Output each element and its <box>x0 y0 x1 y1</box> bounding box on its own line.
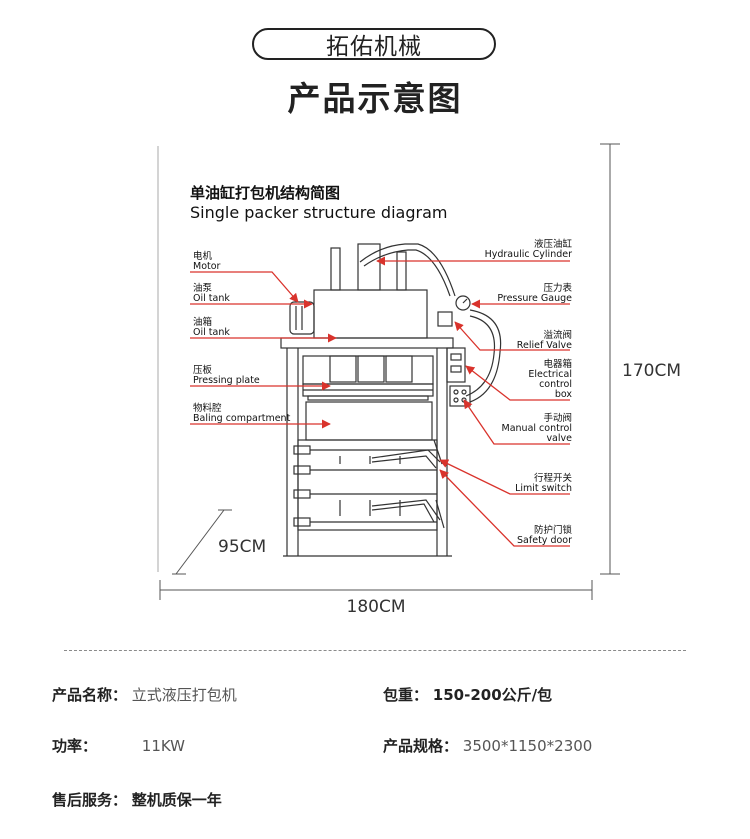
spec-power-value: 11KW <box>141 737 186 755</box>
spec-dimensions: 产品规格： 3500*1150*2300 <box>383 735 592 756</box>
arrow-safety-door <box>439 469 570 547</box>
label-pressure-gauge-en: Pressure Gauge <box>497 293 572 304</box>
width-dimension-label: 180CM <box>347 597 406 617</box>
section-divider <box>64 650 686 651</box>
label-manual-valve-en-2: valve <box>546 433 572 444</box>
diagram-title-cn: 单油缸打包机结构简图 <box>190 184 340 202</box>
spec-after-sales-label: 售后服务： <box>52 791 128 809</box>
brand-name: 拓佑机械 <box>326 34 422 60</box>
dimension-lines <box>159 143 620 600</box>
label-electrical-box-en-3: box <box>555 389 573 400</box>
label-oil-tank-cn: 油箱 <box>193 316 212 328</box>
arrow-limit-switch <box>439 459 570 495</box>
label-manual-valve-en-1: Manual control <box>502 423 572 434</box>
callout-arrows <box>190 256 570 547</box>
arrow-manual-valve <box>463 399 570 445</box>
depth-dimension-label: 95CM <box>218 537 266 557</box>
label-oil-pump-en: Oil tank <box>193 293 230 304</box>
spec-product-name: 产品名称： 立式液压打包机 <box>52 684 237 705</box>
label-manual-valve-cn: 手动阀 <box>543 412 572 424</box>
spec-after-sales: 售后服务： 整机质保一年 <box>52 789 222 810</box>
spec-after-sales-value: 整机质保一年 <box>131 791 222 809</box>
label-safety-door-en: Safety door <box>517 535 572 546</box>
spec-dimensions-value: 3500*1150*2300 <box>462 737 593 755</box>
page-title: 产品示意图 <box>287 79 463 118</box>
spec-power: 功率： 11KW <box>52 735 185 756</box>
arrow-electrical-box <box>465 365 570 401</box>
label-pressing-plate-en: Pressing plate <box>193 375 260 386</box>
structure-diagram: 单油缸打包机结构简图 Single packer structure diagr… <box>157 143 681 617</box>
label-limit-switch-cn: 行程开关 <box>534 472 573 484</box>
spec-power-label: 功率： <box>52 737 98 755</box>
left-callouts: 电机 Motor 油泵 Oil tank 油箱 Oil tank 压板 Pres… <box>193 250 291 424</box>
spec-dimensions-label: 产品规格： <box>383 737 459 755</box>
label-relief-valve-cn: 溢流阀 <box>543 329 572 341</box>
baler-machine-drawing <box>280 243 502 557</box>
label-motor-cn: 电机 <box>193 250 213 262</box>
right-callouts: 液压油缸 Hydraulic Cylinder 压力表 Pressure Gau… <box>485 238 573 546</box>
spec-bale-weight-label: 包重： <box>383 686 429 704</box>
label-oil-tank-en: Oil tank <box>193 327 230 338</box>
label-motor-en: Motor <box>193 261 221 272</box>
arrow-motor <box>190 271 299 303</box>
label-hydraulic-cylinder-en: Hydraulic Cylinder <box>485 249 572 260</box>
diagram-title-en: Single packer structure diagram <box>190 203 447 222</box>
spec-bale-weight-value: 150-200公斤/包 <box>432 686 553 704</box>
label-electrical-box-en-2: control <box>539 379 572 390</box>
label-relief-valve-en: Relief Valve <box>517 340 572 351</box>
label-safety-door-cn: 防护门锁 <box>534 524 573 536</box>
label-baling-compartment-cn: 物料腔 <box>193 402 222 414</box>
label-hydraulic-cylinder-cn: 液压油缸 <box>534 238 573 250</box>
brand-badge: 拓佑机械 <box>252 28 496 60</box>
label-pressure-gauge-cn: 压力表 <box>543 282 572 294</box>
label-electrical-box-cn: 电器箱 <box>543 358 572 370</box>
label-limit-switch-en: Limit switch <box>515 483 572 494</box>
arrow-relief-valve <box>454 321 570 351</box>
spec-bale-weight: 包重： 150-200公斤/包 <box>383 684 552 705</box>
label-electrical-box-en-1: Electrical <box>528 369 572 380</box>
label-oil-pump-cn: 油泵 <box>193 282 213 294</box>
depth-dimension-line <box>175 509 225 575</box>
height-dimension-label: 170CM <box>622 361 681 381</box>
spec-product-name-value: 立式液压打包机 <box>131 686 237 704</box>
label-baling-compartment-en: Baling compartment <box>193 413 291 424</box>
label-pressing-plate-cn: 压板 <box>193 364 213 376</box>
spec-product-name-label: 产品名称： <box>52 686 128 704</box>
